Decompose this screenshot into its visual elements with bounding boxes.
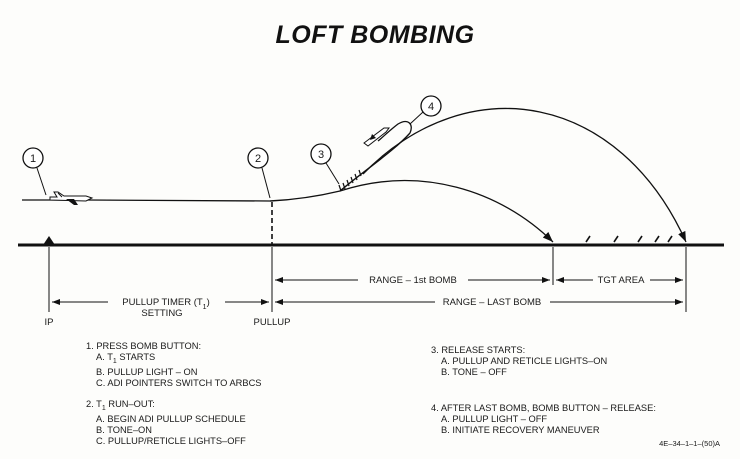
- release-marks: [338, 169, 362, 192]
- recovery-loop: [377, 120, 412, 142]
- aircraft-level-icon: [49, 191, 94, 205]
- svg-text:1: 1: [30, 153, 36, 165]
- range-last-label: RANGE – LAST BOMB: [443, 297, 542, 308]
- diagram-title: LOFT BOMBING: [275, 21, 474, 49]
- pullup-timer-label: PULLUP TIMER (T1): [122, 297, 210, 311]
- figure-id: 4E–34–1–1–(50)A: [659, 439, 720, 448]
- range-first-label: RANGE – 1st BOMB: [369, 275, 457, 286]
- note-step-4: 4. AFTER LAST BOMB, BOMB BUTTON – RELEAS…: [431, 403, 656, 436]
- svg-text:3: 3: [318, 149, 324, 161]
- last-bomb-trajectory: [362, 107, 687, 243]
- marker-3: 3: [310, 143, 340, 185]
- aircraft-climb-icon: [363, 127, 390, 147]
- ip-label: IP: [45, 317, 54, 328]
- marker-4: 4: [409, 95, 442, 125]
- setting-label: SETTING: [141, 308, 182, 319]
- note-step-3: 3. RELEASE STARTS: A. PULLUP AND RETICLE…: [431, 345, 608, 378]
- tgt-area-label: TGT AREA: [598, 275, 645, 286]
- first-bomb-trajectory: [339, 180, 554, 243]
- impact-marks: [585, 235, 673, 243]
- pullup-label: PULLUP: [254, 317, 291, 328]
- note-step-2: 2. T1 RUN–OUT: A. BEGIN ADI PULLUP SCHED…: [86, 399, 246, 447]
- ip-marker: [43, 236, 55, 245]
- note-step-1: 1. PRESS BOMB BUTTON: A. T1 STARTS B. PU…: [86, 341, 262, 389]
- svg-text:2: 2: [255, 153, 261, 165]
- marker-2: 2: [247, 147, 271, 199]
- marker-1: 1: [22, 147, 47, 196]
- svg-text:4: 4: [428, 101, 434, 113]
